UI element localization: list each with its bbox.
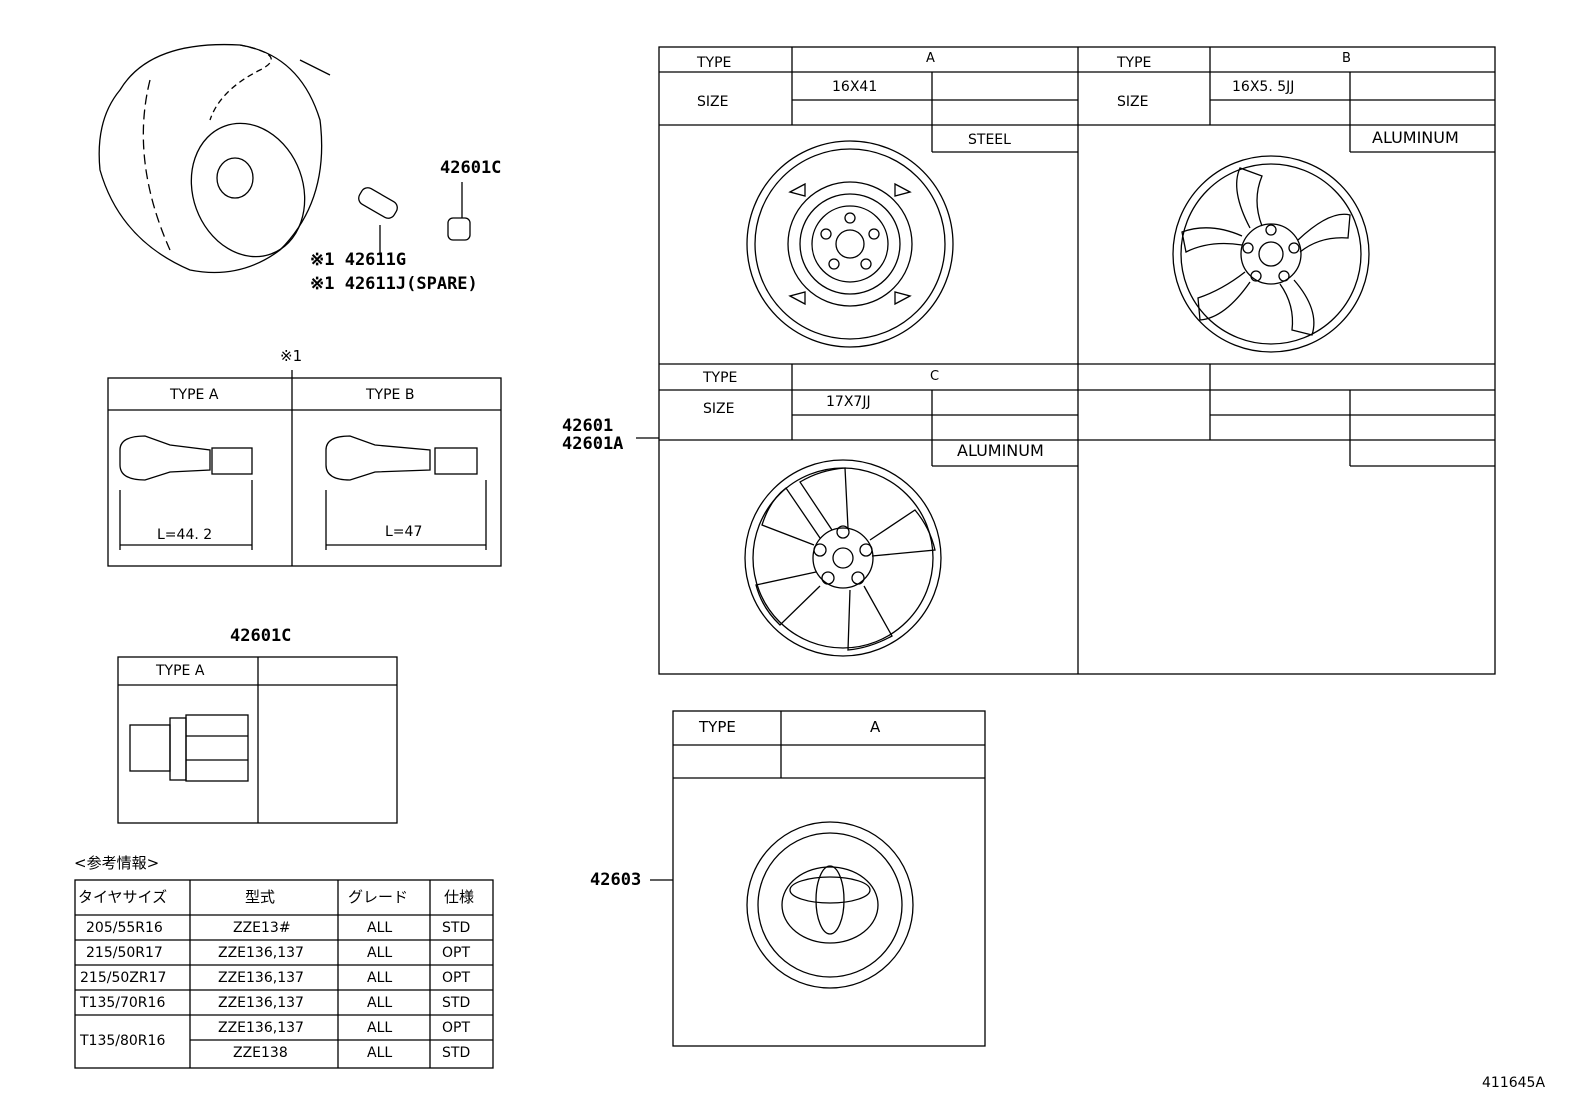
wheel-type-grid (636, 46, 1496, 675)
ref-cell: ALL (367, 920, 393, 936)
diagram-id: 411645A (1482, 1075, 1546, 1091)
ref-header-grade: グレード (348, 888, 409, 906)
ref-cell: STD (442, 920, 471, 936)
aluminum-wheel-b-illustration (1172, 155, 1370, 353)
wheel-c-size-label: SIZE (703, 401, 735, 417)
aluminum-wheel-c-illustration (744, 459, 942, 657)
wheel-c-material: ALUMINUM (957, 441, 1044, 460)
wheel-b-material: ALUMINUM (1372, 128, 1459, 147)
wheel-c-size: 17X7JJ (826, 394, 871, 410)
nut-part-number: 42601C (230, 626, 292, 646)
ornament-type-label: TYPE (699, 718, 736, 736)
wheel-c-type-label: TYPE (703, 370, 738, 386)
ref-cell: ALL (367, 1020, 393, 1036)
ornament-type: A (870, 718, 881, 736)
ref-cell: ALL (367, 1045, 393, 1061)
ref-cell: OPT (442, 945, 471, 961)
valve-table (107, 370, 502, 567)
steel-wheel-illustration (746, 140, 954, 348)
ref-cell: ZZE138 (233, 1045, 288, 1061)
ref-cell: T135/80R16 (80, 1033, 166, 1049)
part-number-42611g: ※1 42611G (310, 250, 407, 270)
ref-header-tire-size: タイヤサイズ (78, 888, 168, 906)
ref-cell: STD (442, 995, 471, 1011)
ref-cell: ALL (367, 970, 393, 986)
ref-cell: OPT (442, 1020, 471, 1036)
ref-cell: ZZE136,137 (218, 1020, 304, 1036)
nut-table (117, 656, 398, 824)
valve-a-length: L=44. 2 (157, 527, 213, 543)
ref-cell: OPT (442, 970, 471, 986)
part-number-42603: 42603 (590, 870, 642, 890)
tire-illustration (98, 43, 331, 274)
ref-cell: ALL (367, 945, 393, 961)
nut-type-a-header: TYPE A (156, 663, 205, 679)
part-number-42601c: 42601C (440, 158, 502, 178)
valve-type-b-header: TYPE B (366, 387, 415, 403)
wheel-a-size-label: SIZE (697, 94, 729, 110)
ref-header-model: 型式 (245, 888, 276, 906)
wheel-b-size: 16X5. 5JJ (1232, 79, 1295, 95)
ref-cell: 215/50R17 (86, 945, 163, 961)
wheel-a-type: A (926, 51, 935, 66)
ref-cell: T135/70R16 (80, 995, 166, 1011)
ref-header-spec: 仕様 (444, 888, 475, 906)
ref-cell: ZZE13# (233, 920, 291, 936)
valve-stem-illustration (358, 187, 398, 255)
part-number-42601: 42601 (562, 416, 614, 436)
ref-cell: 215/50ZR17 (80, 970, 167, 986)
ref-cell: 205/55R16 (86, 920, 163, 936)
wheel-a-type-label: TYPE (697, 55, 732, 71)
part-number-42611j: ※1 42611J(SPARE) (310, 274, 478, 294)
ref-cell: ZZE136,137 (218, 970, 304, 986)
ref-cell: ALL (367, 995, 393, 1011)
note-marker: ※1 (280, 347, 303, 365)
ref-cell: ZZE136,137 (218, 945, 304, 961)
wheel-b-size-label: SIZE (1117, 94, 1149, 110)
ref-cell: ZZE136,137 (218, 995, 304, 1011)
reference-table-grid (74, 879, 494, 1069)
wheel-a-size: 16X41 (832, 79, 878, 95)
reference-title: <参考情報> (74, 854, 160, 872)
wheel-b-type: B (1342, 51, 1351, 66)
valve-b-length: L=47 (385, 524, 423, 540)
valve-type-a-header: TYPE A (170, 387, 219, 403)
ref-cell: STD (442, 1045, 471, 1061)
ornament-table (650, 710, 986, 1047)
wheel-b-type-label: TYPE (1117, 55, 1152, 71)
wheel-c-type: C (930, 369, 940, 384)
wheel-a-material: STEEL (968, 132, 1011, 148)
part-number-42601a: 42601A (562, 434, 624, 454)
hub-nut-illustration (447, 182, 471, 241)
